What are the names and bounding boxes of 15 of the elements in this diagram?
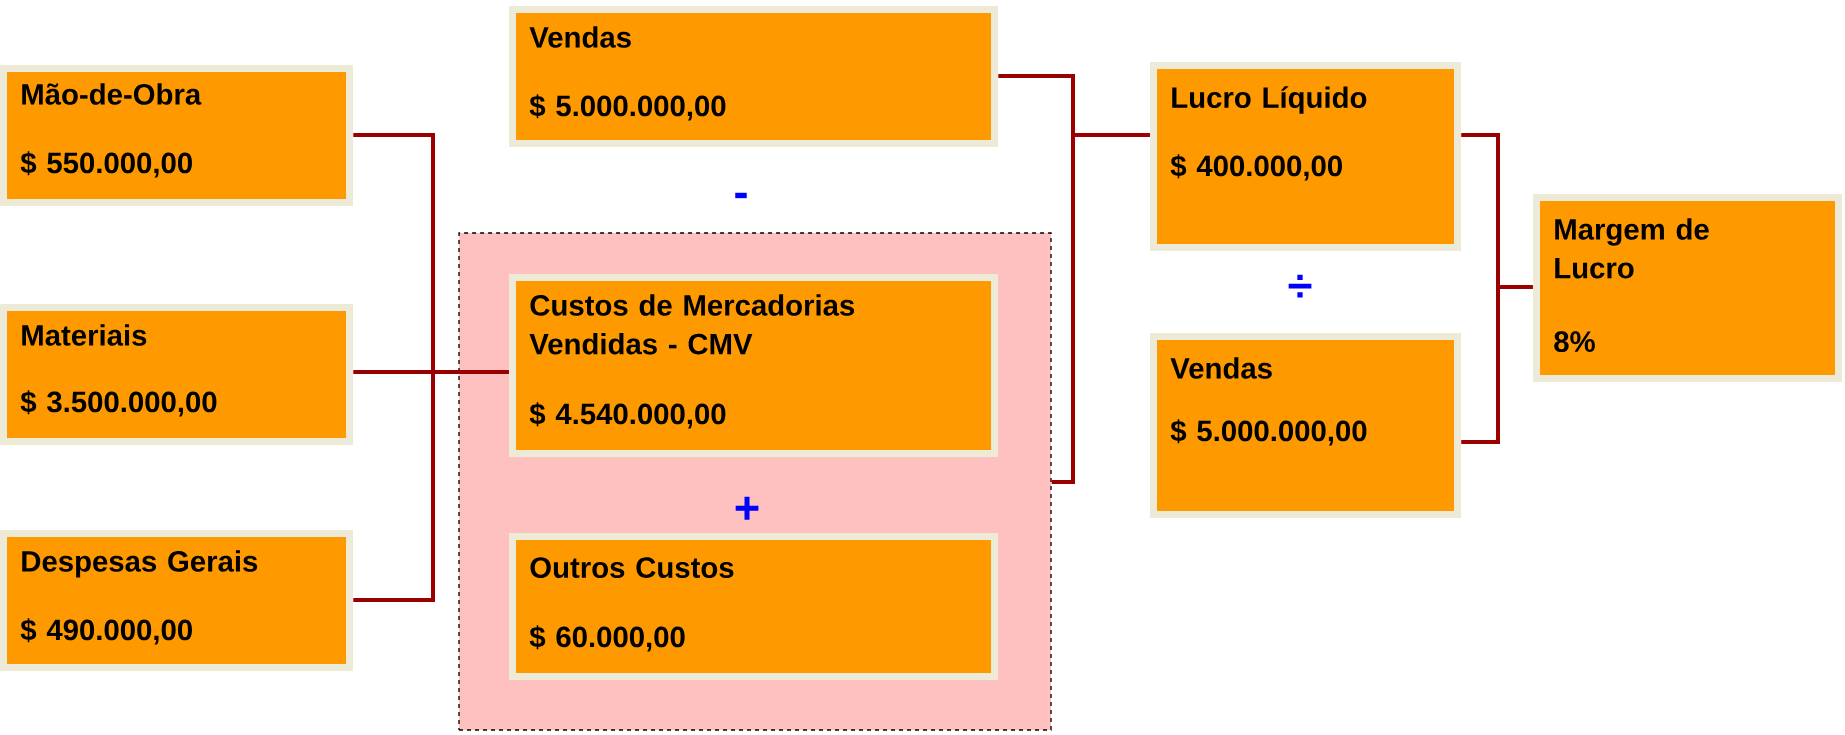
operator-sign: ÷ (1288, 274, 1312, 298)
value-box: Margem de Lucro 8% (1533, 194, 1843, 382)
connector-line (1051, 133, 1150, 484)
connector-line (1461, 285, 1533, 444)
value-box: Vendas $ 5.000.000,00 (509, 5, 999, 148)
connector-line (353, 370, 509, 602)
value-box: Mão-de-Obra $ 550.000,00 (0, 64, 354, 207)
value-box: Lucro Líquido $ 400.000,00 (1150, 61, 1461, 252)
value-box: Custos de Mercadorias Vendidas - CMV $ 4.540.000,00 (509, 274, 999, 457)
value-box: Vendas $ 5.000.000,00 (1150, 332, 1461, 519)
operator-sign: - (735, 192, 747, 199)
value-box: Outros Custos $ 60.000,00 (509, 533, 999, 680)
value-box: Materiais $ 3.500.000,00 (0, 303, 354, 446)
operator-sign: + (735, 496, 759, 520)
value-box: Despesas Gerais $ 490.000,00 (0, 529, 354, 671)
